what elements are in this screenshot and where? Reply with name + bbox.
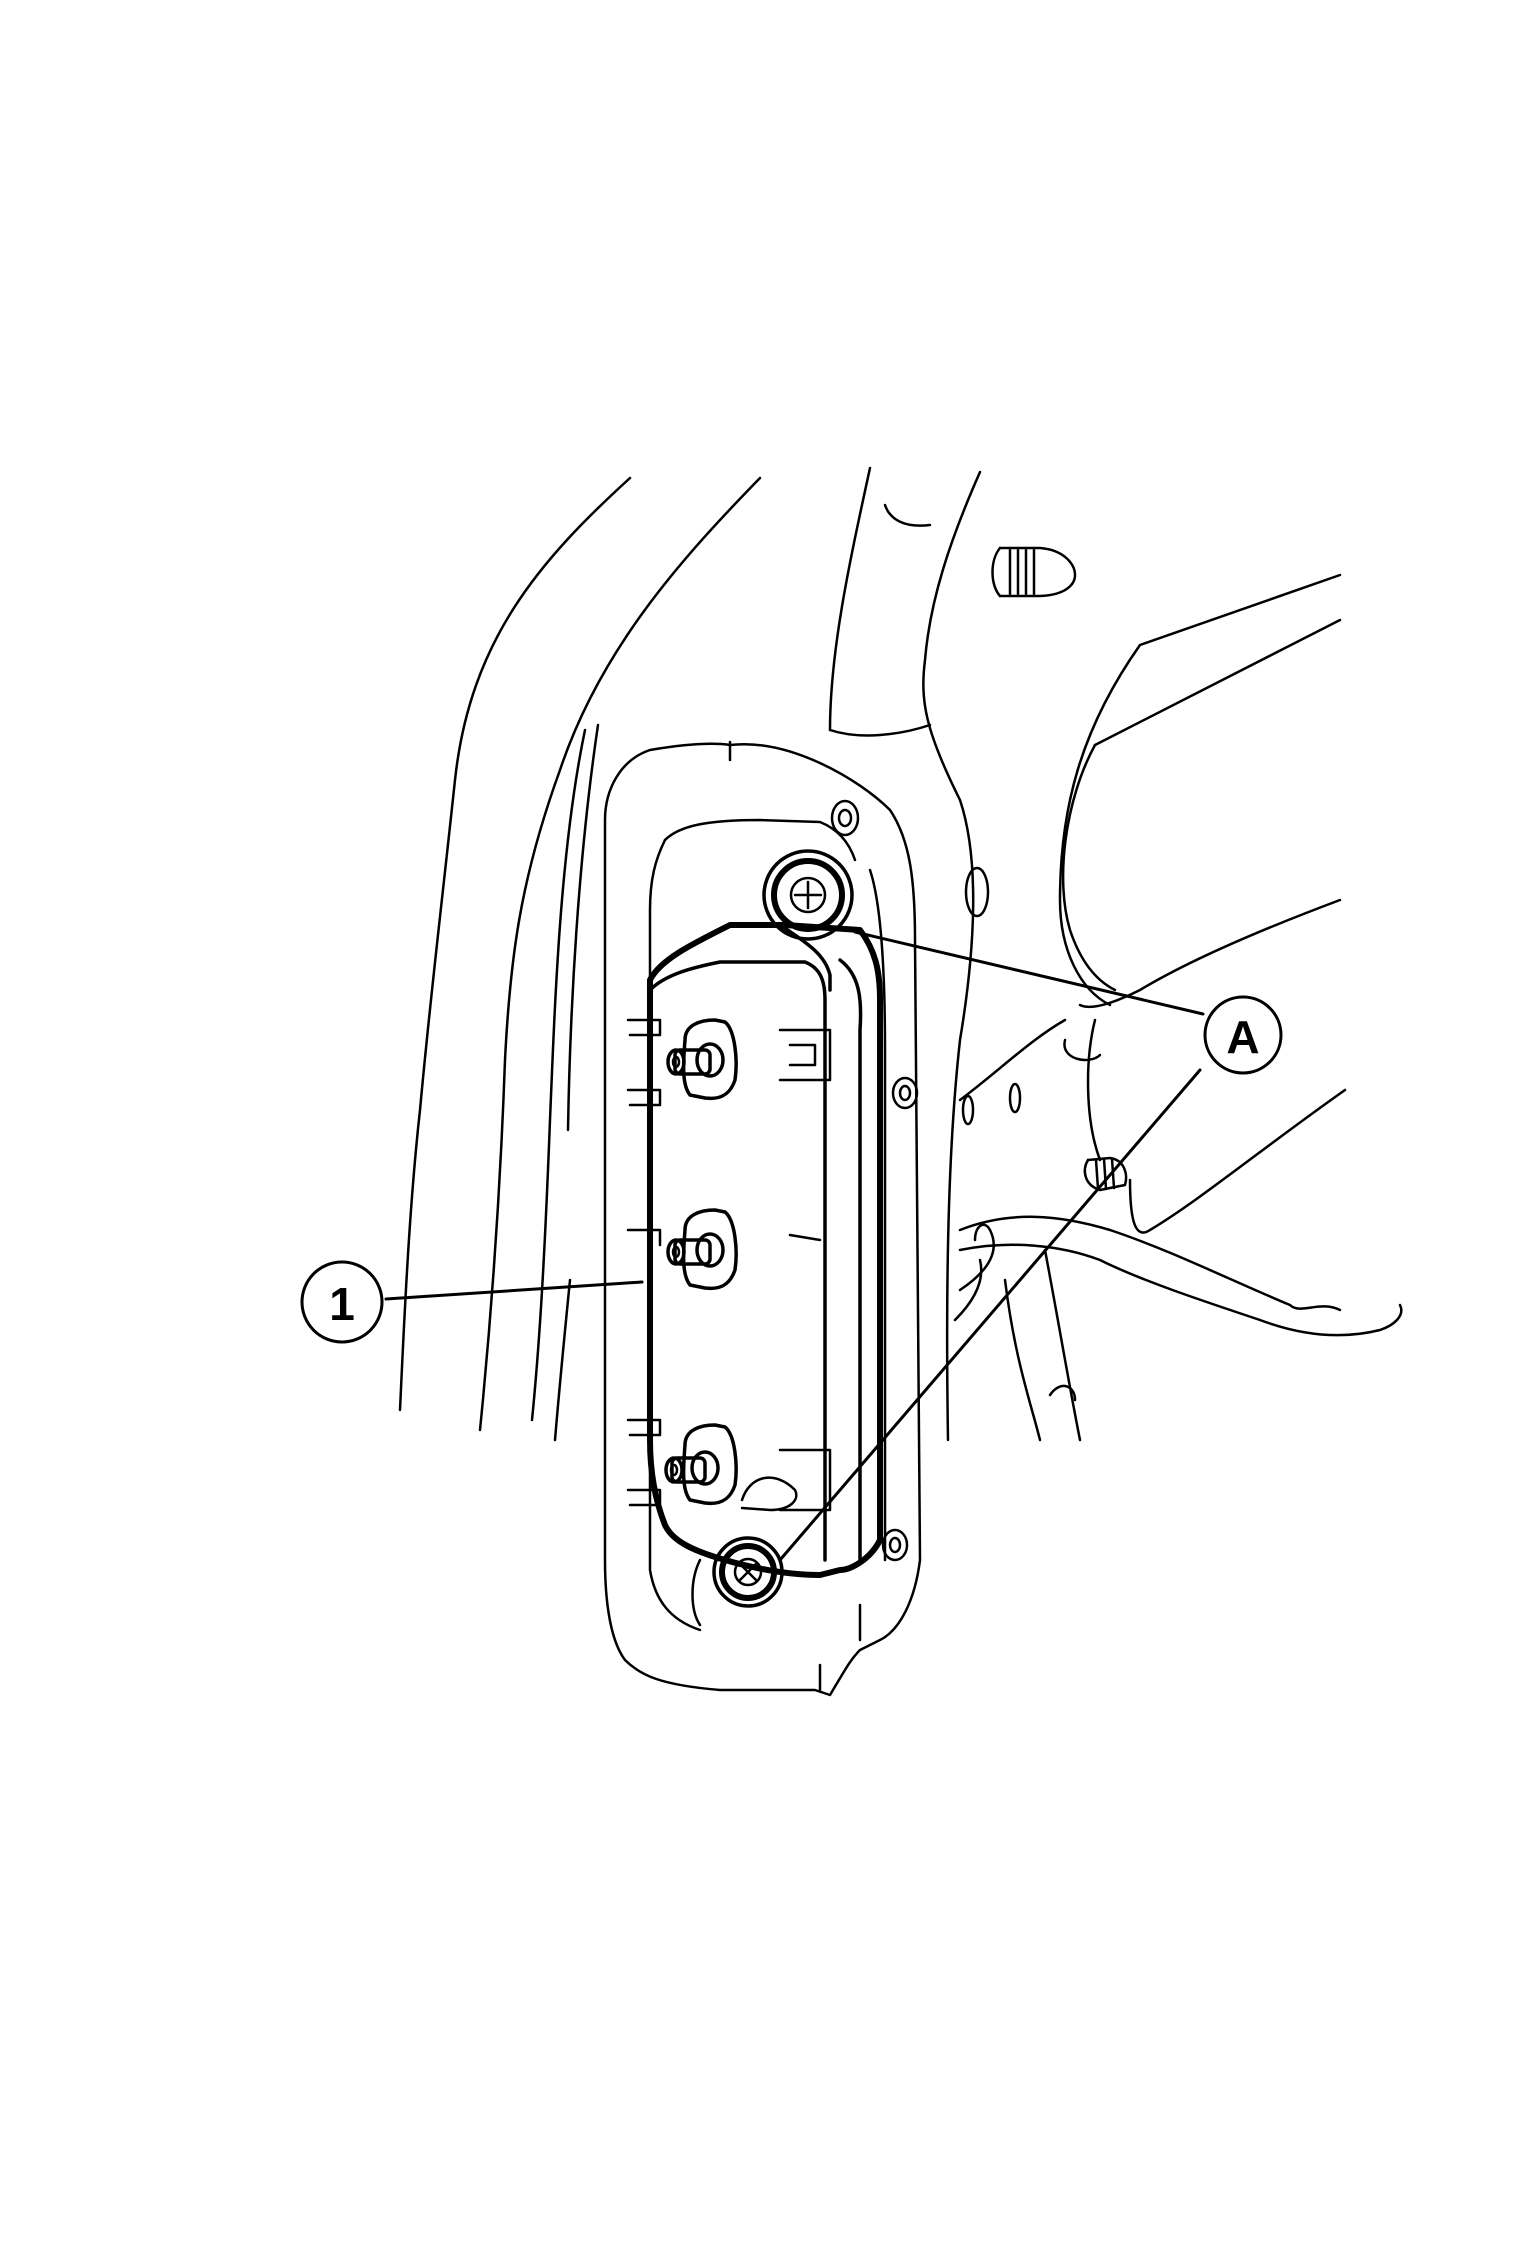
leader-line-part-1 [384, 1280, 644, 1301]
connector-lower [664, 1423, 798, 1512]
callout-part-1-label: 1 [329, 1278, 355, 1330]
mounting-recess [603, 740, 922, 1697]
bolt-upper [762, 849, 854, 941]
callout-part-1: 1 [300, 1260, 384, 1344]
grommet-upper [991, 546, 1077, 598]
leader-line-bolt-a-upper [853, 930, 1205, 1016]
connector-middle [666, 1208, 738, 1291]
leader-line-bolt-a-lower [778, 1068, 1202, 1562]
callout-bolt-a: A [1203, 995, 1283, 1075]
module-assembly [626, 922, 883, 1578]
callout-bolt-a-label: A [1226, 1011, 1259, 1063]
bolt-lower [712, 1536, 784, 1608]
grommet-lower [1083, 1156, 1128, 1192]
vehicle-body-structure [398, 466, 1403, 1562]
connector-upper [666, 1018, 738, 1101]
